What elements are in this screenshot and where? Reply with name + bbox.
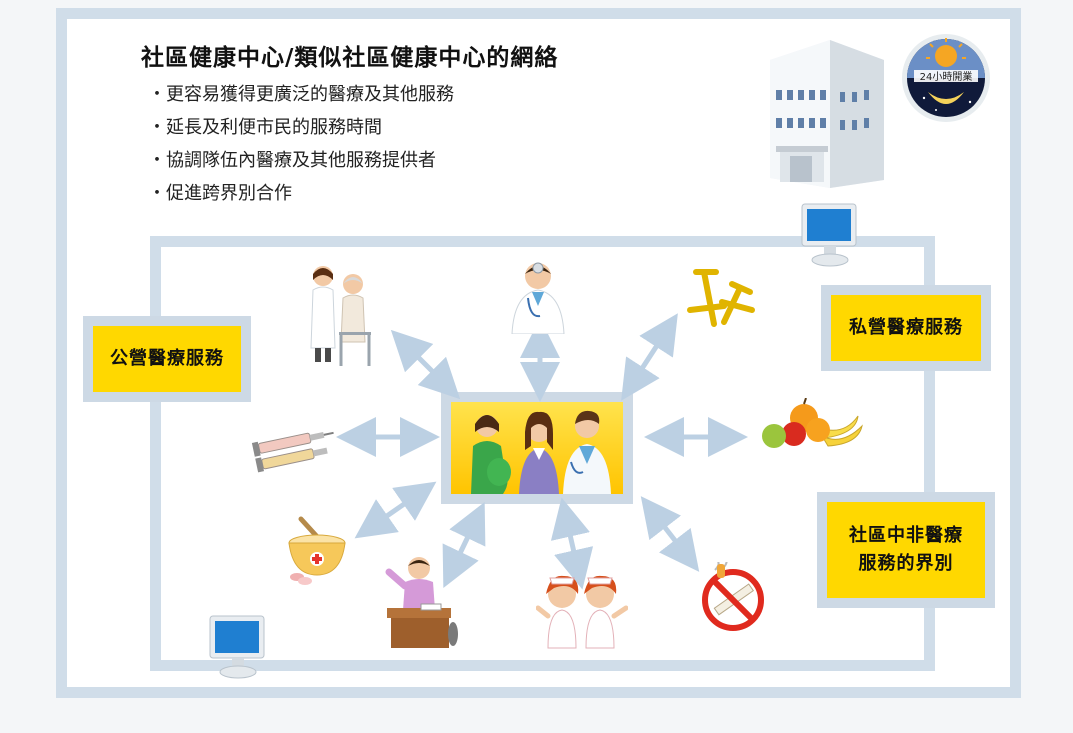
arrow [640,496,700,572]
badge-label: 24小時開業 [920,70,973,83]
private-healthcare-label: 私營醫療服務 [821,285,991,371]
computer-icon [209,615,265,679]
building-icon [770,40,884,188]
benefit-item: ・促進跨界別合作 [148,183,292,204]
center-patients-box [441,392,633,504]
arrow [442,501,486,589]
benefit-item: ・更容易獲得更廣泛的醫療及其他服務 [148,84,454,105]
medicine-bowl-icon [288,516,346,585]
network-frame [150,236,935,671]
nurses-icon [536,575,628,649]
benefit-item: ・協調隊伍內醫療及其他服務提供者 [148,150,436,171]
crutches-icon [687,269,755,327]
fruit-icon [762,398,863,448]
elderly-care-icon [310,266,371,366]
benefit-list: ・更容易獲得更廣泛的醫療及其他服務 ・延長及利便市民的服務時間 ・協調隊伍內醫療… [148,78,454,210]
arrow [621,313,678,401]
no-smoking-icon [702,562,764,631]
24-hour-badge-icon: 24小時開業 [902,34,990,122]
public-healthcare-label: 公營醫療服務 [83,316,251,402]
non-medical-sector-label: 社區中非醫療 服務的界別 [817,492,995,608]
arrow [390,329,461,400]
computer-icon [801,203,857,267]
benefit-item: ・延長及利便市民的服務時間 [148,117,382,138]
syringe-icon [251,431,334,473]
arrow [354,481,437,539]
arrow [550,497,594,590]
diagram-title: 社區健康中心/類似社區健康中心的網絡 [141,45,559,71]
teacher-icon [385,557,458,648]
doctor-icon [511,262,565,334]
patients-group-icon [471,410,611,494]
